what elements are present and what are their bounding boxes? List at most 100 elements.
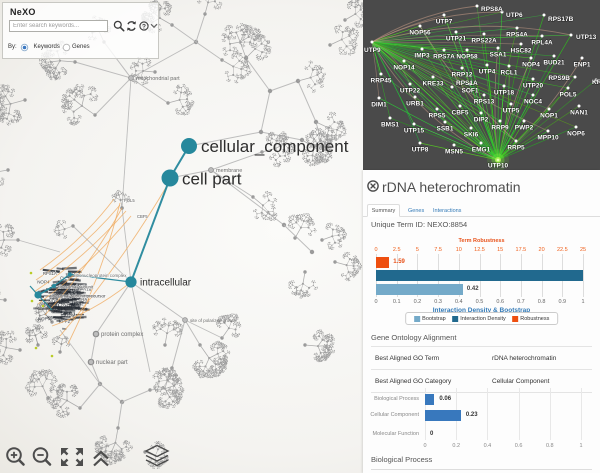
- radio-genes-label[interactable]: Genes: [72, 43, 90, 50]
- gene-node-NOP4[interactable]: [529, 56, 533, 60]
- help-icon[interactable]: ?: [138, 20, 149, 32]
- gene-node-RRP45[interactable]: [379, 72, 383, 76]
- gene-node-label-UTP18: UTP18: [494, 90, 515, 97]
- gene-node-RPS13[interactable]: [482, 93, 486, 97]
- gene-node-RPS1A[interactable]: [450, 85, 454, 89]
- gene-node-RRP5[interactable]: [514, 139, 518, 143]
- tab-genes[interactable]: Genes: [408, 208, 425, 214]
- gene-node-URB1[interactable]: [413, 95, 417, 99]
- gene-node-SSB1[interactable]: [443, 120, 447, 124]
- gene-node-NOC4[interactable]: [531, 93, 535, 97]
- gene-node-UTP20[interactable]: [531, 77, 535, 81]
- gene-node-UTP18[interactable]: [502, 84, 506, 88]
- tree-node-membrane[interactable]: [208, 167, 214, 173]
- gene-node-UTP13[interactable]: [569, 33, 573, 37]
- fit-view-button[interactable]: [61, 448, 83, 466]
- tree-node-nuclear-part[interactable]: [88, 359, 94, 365]
- tree-node-mitochondrial-part[interactable]: [128, 75, 134, 81]
- collapse-icon[interactable]: [150, 23, 158, 29]
- gene-node-SOF1[interactable]: [468, 82, 472, 86]
- gene-node-BMS1[interactable]: [388, 116, 392, 120]
- bar-biological-process: [425, 394, 435, 405]
- expand-all-button[interactable]: [93, 450, 109, 467]
- gene-node-CBF5[interactable]: [458, 104, 462, 108]
- gene-node-UTP8[interactable]: [418, 141, 422, 145]
- gene-node-UTP22[interactable]: [408, 82, 412, 86]
- gene-node-UTP7[interactable]: [442, 13, 446, 17]
- tree-node-cellular-component[interactable]: [181, 138, 197, 154]
- gene-node-IMP3[interactable]: [420, 47, 424, 51]
- gene-node-RPS4A[interactable]: [515, 26, 519, 30]
- gene-node-KRE33[interactable]: [431, 75, 435, 79]
- zoom-in-button[interactable]: [6, 447, 25, 466]
- tree-node-cell-part[interactable]: [161, 169, 179, 187]
- gene-node-NOP6[interactable]: [574, 125, 578, 129]
- refresh-icon[interactable]: [126, 20, 137, 32]
- gene-node-UTP6[interactable]: [500, 10, 504, 14]
- gene-node-DIM1[interactable]: [377, 96, 381, 100]
- gene-node-KR[interactable]: [594, 78, 598, 82]
- tree-node-intracellular[interactable]: [125, 276, 137, 288]
- gene-node-RPS9B[interactable]: [573, 75, 577, 79]
- tab-interactions[interactable]: Interactions: [433, 208, 462, 214]
- gene-node-RPS17B[interactable]: [542, 13, 546, 17]
- gene-node-RPS22A[interactable]: [482, 32, 486, 36]
- gene-node-NOP58[interactable]: [465, 48, 469, 52]
- close-icon[interactable]: [367, 180, 379, 192]
- gene-node-RPS8A[interactable]: [475, 4, 479, 8]
- gene-node-EMG1[interactable]: [479, 141, 483, 145]
- gene-node-PWP2[interactable]: [522, 119, 526, 123]
- search-input[interactable]: [9, 20, 108, 32]
- radio-genes[interactable]: [62, 43, 71, 52]
- go-table-bottom-border: [371, 392, 592, 393]
- tree-node-protein-complex[interactable]: [93, 331, 99, 337]
- gene-node-SSA1[interactable]: [496, 46, 500, 50]
- gene-node-NAN1[interactable]: [577, 104, 581, 108]
- gene-node-UTP5[interactable]: [509, 102, 513, 106]
- tree-node-label-nuclear-part: nuclear part: [96, 360, 128, 366]
- layers-button[interactable]: [144, 444, 170, 467]
- gene-node-label-RPS13: RPS13: [474, 99, 495, 106]
- gene-node-NOP1[interactable]: [547, 107, 551, 111]
- dense-cluster-layer: NOP58UTP22RRP12SNU13IMP4RPF2NOP4UTP13RLP…: [29, 266, 97, 358]
- robustness-chart-title: Term Robustness: [458, 238, 505, 244]
- gene-node-RCL1[interactable]: [507, 64, 511, 68]
- gene-node-POL5[interactable]: [566, 86, 570, 90]
- term-details-panel: rDNA heterochromatin Summary Genes Inter…: [363, 170, 600, 473]
- alignment-edges-layer: [33, 183, 169, 345]
- top-axis-tick: 2.5: [392, 247, 401, 253]
- gene-node-NOP14[interactable]: [402, 59, 406, 63]
- search-icon[interactable]: [113, 20, 125, 32]
- gene-node-RPS7A[interactable]: [442, 48, 446, 52]
- gene-node-UTP21[interactable]: [454, 30, 458, 34]
- bar-cellular-component: [425, 410, 461, 421]
- gene-node-MSN5[interactable]: [452, 143, 456, 147]
- radio-keywords[interactable]: [20, 43, 29, 52]
- legend-swatch: [511, 315, 518, 322]
- gene-node-SKI6[interactable]: [469, 126, 473, 130]
- zoom-out-button[interactable]: [32, 447, 52, 466]
- tree-node-label-mitochondrial-part: mitochondrial part: [136, 76, 180, 82]
- tab-summary[interactable]: Summary: [367, 204, 400, 217]
- gene-node-label-RPS17B: RPS17B: [548, 16, 574, 23]
- go-row-value: Cellular Component: [492, 378, 550, 385]
- gene-node-UTP15[interactable]: [412, 122, 416, 126]
- gene-node-UTP9[interactable]: [370, 40, 374, 44]
- gene-node-DIP2[interactable]: [479, 111, 483, 115]
- gene-node-label-RRP45: RRP45: [371, 78, 392, 85]
- gene-node-ENP1[interactable]: [580, 56, 584, 60]
- gene-node-RRP12[interactable]: [460, 66, 464, 70]
- radio-keywords-label[interactable]: Keywords: [33, 43, 60, 50]
- tree-node-site-of-polarized-growth[interactable]: [182, 317, 188, 323]
- gene-node-HSC82[interactable]: [519, 42, 523, 46]
- gene-node-RPL4A[interactable]: [540, 34, 544, 38]
- gene-node-NOP56[interactable]: [418, 24, 422, 28]
- gene-node-BUD21[interactable]: [552, 54, 556, 58]
- gene-node-RRP9[interactable]: [498, 119, 502, 123]
- by-label: By:: [8, 43, 17, 50]
- gene-node-RPS5[interactable]: [435, 107, 439, 111]
- gene-node-UTP4[interactable]: [485, 63, 489, 67]
- gene-node-MPP10[interactable]: [546, 129, 550, 133]
- legend-item: Interaction Density: [451, 315, 506, 322]
